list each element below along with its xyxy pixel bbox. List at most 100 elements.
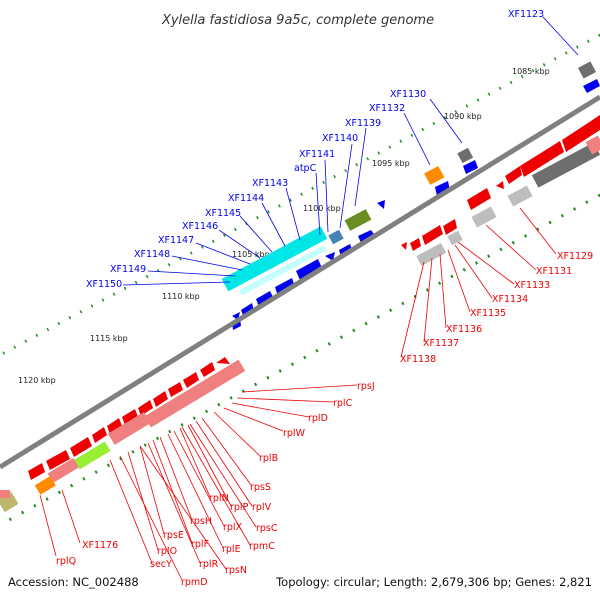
kbp-label: 1085 kbp xyxy=(512,67,550,76)
gene-label[interactable]: XF1132 xyxy=(369,103,405,114)
gene-label[interactable]: rpmC xyxy=(249,541,275,552)
gene-label[interactable]: secY xyxy=(150,559,172,570)
gene-label[interactable]: rplO xyxy=(157,546,177,557)
gene-label[interactable]: XF1123 xyxy=(508,9,544,20)
gene-label[interactable]: XF1130 xyxy=(390,89,426,100)
gene-label[interactable]: rplX xyxy=(223,522,243,533)
gene-label[interactable]: rplW xyxy=(283,428,306,439)
gene-label[interactable]: XF1149 xyxy=(110,264,146,275)
gene-block xyxy=(531,142,600,188)
gene-block xyxy=(471,206,497,228)
gene-block xyxy=(0,490,10,498)
genome-summary: Topology: circular; Length: 2,679,306 bp… xyxy=(275,575,592,589)
gene-label[interactable]: XF1129 xyxy=(557,251,593,262)
reverse-gene xyxy=(153,391,168,407)
gene-block xyxy=(424,165,445,185)
reverse-gene xyxy=(70,437,92,457)
kbp-label: 1100 kbp xyxy=(303,204,341,213)
gene-label[interactable]: XF1139 xyxy=(345,118,381,129)
gene-block xyxy=(416,243,447,266)
gene-label[interactable]: XF1134 xyxy=(492,294,528,305)
gene-label[interactable]: XF1176 xyxy=(82,540,118,551)
kbp-label: 1120 kbp xyxy=(18,376,56,385)
gene-label[interactable]: rpsS xyxy=(250,482,271,493)
gene-label[interactable]: rplV xyxy=(252,502,272,513)
gene-label[interactable]: rplP xyxy=(230,502,249,513)
forward-callout-lines xyxy=(122,16,579,286)
reverse-callout-lines xyxy=(39,207,557,581)
reverse-gene-arrows-ribosomal xyxy=(28,357,230,480)
gene-label[interactable]: rpsN xyxy=(225,565,247,576)
gene-label[interactable]: XF1150 xyxy=(86,279,122,290)
gene-label[interactable]: XF1135 xyxy=(470,308,506,319)
gene-label[interactable]: XF1131 xyxy=(536,266,572,277)
reverse-gene xyxy=(46,450,70,470)
gene-label[interactable]: rpsJ xyxy=(357,381,375,392)
gene-label[interactable]: rplQ xyxy=(56,556,76,567)
genome-backbone xyxy=(0,94,600,470)
gene-label[interactable]: atpC xyxy=(294,163,317,174)
reverse-gene xyxy=(168,382,183,397)
gene-block xyxy=(73,441,111,470)
accession-label: Accession: NC_002488 xyxy=(8,575,139,589)
forward-gene-labels: XF1123 XF1130 XF1132 XF1139 XF1140 XF114… xyxy=(86,9,544,290)
reverse-ribosomal-blocks xyxy=(0,359,246,513)
forward-gene xyxy=(435,181,450,196)
reverse-grey-blocks xyxy=(416,135,600,266)
gene-label[interactable]: rplN xyxy=(209,493,229,504)
rrna-operon xyxy=(221,226,328,292)
gene-block xyxy=(344,209,372,231)
gene-block xyxy=(0,491,19,513)
gene-block xyxy=(507,185,533,207)
reverse-gene xyxy=(410,238,421,251)
gene-label[interactable]: rplC xyxy=(333,398,353,409)
gene-label[interactable]: XF1148 xyxy=(134,249,170,260)
gene-label[interactable]: XF1136 xyxy=(446,324,482,335)
reverse-gene xyxy=(107,418,122,434)
gene-block xyxy=(457,147,474,164)
gene-label[interactable]: XF1140 xyxy=(322,133,358,144)
reverse-gene xyxy=(200,362,215,377)
reverse-gene-labels: XF1129 XF1131 XF1133 XF1134 XF1135 XF113… xyxy=(56,251,593,588)
reverse-gene xyxy=(216,357,230,364)
gene-block xyxy=(144,359,246,428)
reverse-gene xyxy=(505,166,522,184)
reverse-gene xyxy=(496,181,504,189)
gene-label[interactable]: XF1144 xyxy=(228,193,264,204)
reverse-gene xyxy=(138,400,153,416)
gene-label[interactable]: XF1143 xyxy=(252,178,288,189)
gene-label[interactable]: rplR xyxy=(199,559,219,570)
gene-label[interactable]: rplB xyxy=(259,453,278,464)
gene-label[interactable]: XF1137 xyxy=(423,338,459,349)
gene-label[interactable]: rpsE xyxy=(163,530,184,541)
rrna-highlight xyxy=(239,245,327,296)
gene-label[interactable]: XF1133 xyxy=(514,280,550,291)
gene-label[interactable]: rpmD xyxy=(181,577,208,588)
gene-label[interactable]: XF1146 xyxy=(182,221,218,232)
gene-label[interactable]: XF1138 xyxy=(400,354,436,365)
kbp-label: 1110 kbp xyxy=(162,292,200,301)
kbp-label: 1105 kbp xyxy=(232,250,270,259)
gene-label[interactable]: rplF xyxy=(191,539,209,550)
gene-label[interactable]: XF1141 xyxy=(299,149,335,160)
kbp-label: 1090 kbp xyxy=(444,112,482,121)
outer-tick-ring xyxy=(0,33,600,357)
gene-label[interactable]: rplE xyxy=(222,544,241,555)
gene-label[interactable]: rpsH xyxy=(190,516,212,527)
gene-label[interactable]: XF1147 xyxy=(158,235,194,246)
gene-label[interactable]: XF1145 xyxy=(205,208,241,219)
reverse-gene xyxy=(401,242,407,250)
reverse-gene xyxy=(122,409,138,425)
reverse-gene xyxy=(562,115,600,152)
gene-block xyxy=(34,476,56,495)
kbp-scale-labels: 1085 kbp 1090 kbp 1095 kbp 1100 kbp 1105… xyxy=(18,67,550,385)
reverse-gene xyxy=(28,463,45,480)
forward-gene xyxy=(463,160,478,174)
forward-gene xyxy=(296,259,322,280)
reverse-gene xyxy=(183,372,199,388)
forward-outer-features xyxy=(221,61,596,296)
gene-label[interactable]: rplD xyxy=(308,413,328,424)
gene-label[interactable]: rpsC xyxy=(256,523,278,534)
gene-block xyxy=(328,229,344,245)
